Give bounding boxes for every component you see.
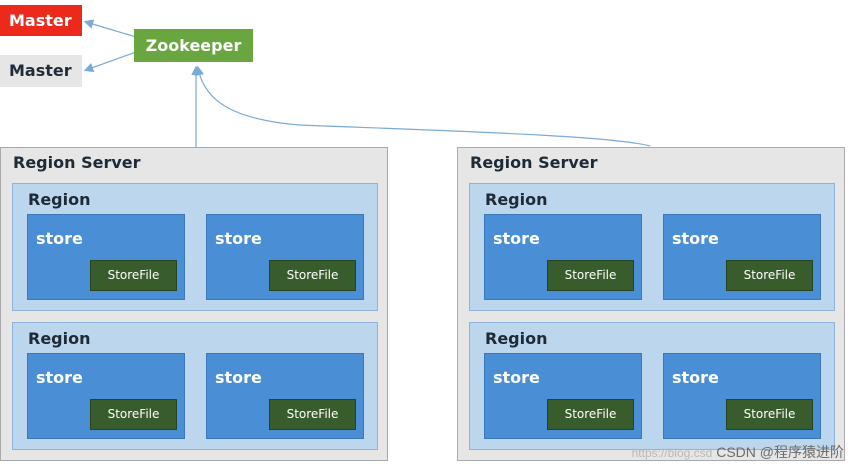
zookeeper-node: Zookeeper <box>134 29 253 62</box>
region-server-right: Region Server Region store StoreFile sto… <box>457 147 845 461</box>
region-box: Region store StoreFile store StoreFile <box>12 183 378 311</box>
store-box: store StoreFile <box>663 353 821 439</box>
region-server-title: Region Server <box>470 153 598 172</box>
storefile-box: StoreFile <box>90 260 177 291</box>
zookeeper-to-master-standby-arrow <box>83 51 137 73</box>
master-active-node: Master <box>0 5 82 36</box>
storefile-box: StoreFile <box>726 260 813 291</box>
store-label: store <box>493 229 540 248</box>
store-label: store <box>672 229 719 248</box>
store-box: store StoreFile <box>27 353 185 439</box>
region-box: Region store StoreFile store StoreFile <box>12 322 378 450</box>
store-box: store StoreFile <box>206 353 364 439</box>
watermark-text: CSDN @程序猿进阶 <box>716 444 844 460</box>
region-server-left: Region Server Region store StoreFile sto… <box>0 147 388 461</box>
region-title: Region <box>485 329 548 348</box>
region-box: Region store StoreFile store StoreFile <box>469 322 835 450</box>
zookeeper-to-master-active-arrow <box>83 19 137 38</box>
store-label: store <box>215 229 262 248</box>
region-title: Region <box>485 190 548 209</box>
storefile-box: StoreFile <box>90 399 177 430</box>
store-label: store <box>36 368 83 387</box>
region-title: Region <box>28 329 91 348</box>
storefile-box: StoreFile <box>726 399 813 430</box>
store-label: store <box>215 368 262 387</box>
store-box: store StoreFile <box>663 214 821 300</box>
store-box: store StoreFile <box>206 214 364 300</box>
store-label: store <box>672 368 719 387</box>
store-label: store <box>493 368 540 387</box>
storefile-box: StoreFile <box>269 399 356 430</box>
region-server-title: Region Server <box>13 153 141 172</box>
store-label: store <box>36 229 83 248</box>
master-standby-node: Master <box>0 55 82 87</box>
region-server-right-to-zookeeper-arrow <box>194 65 651 147</box>
storefile-box: StoreFile <box>269 260 356 291</box>
region-title: Region <box>28 190 91 209</box>
watermark: https://blog.csd CSDN @程序猿进阶 <box>632 442 844 462</box>
storefile-box: StoreFile <box>547 399 634 430</box>
store-box: store StoreFile <box>484 214 642 300</box>
storefile-box: StoreFile <box>547 260 634 291</box>
watermark-url: https://blog.csd <box>631 446 713 460</box>
store-box: store StoreFile <box>484 353 642 439</box>
store-box: store StoreFile <box>27 214 185 300</box>
region-box: Region store StoreFile store StoreFile <box>469 183 835 311</box>
